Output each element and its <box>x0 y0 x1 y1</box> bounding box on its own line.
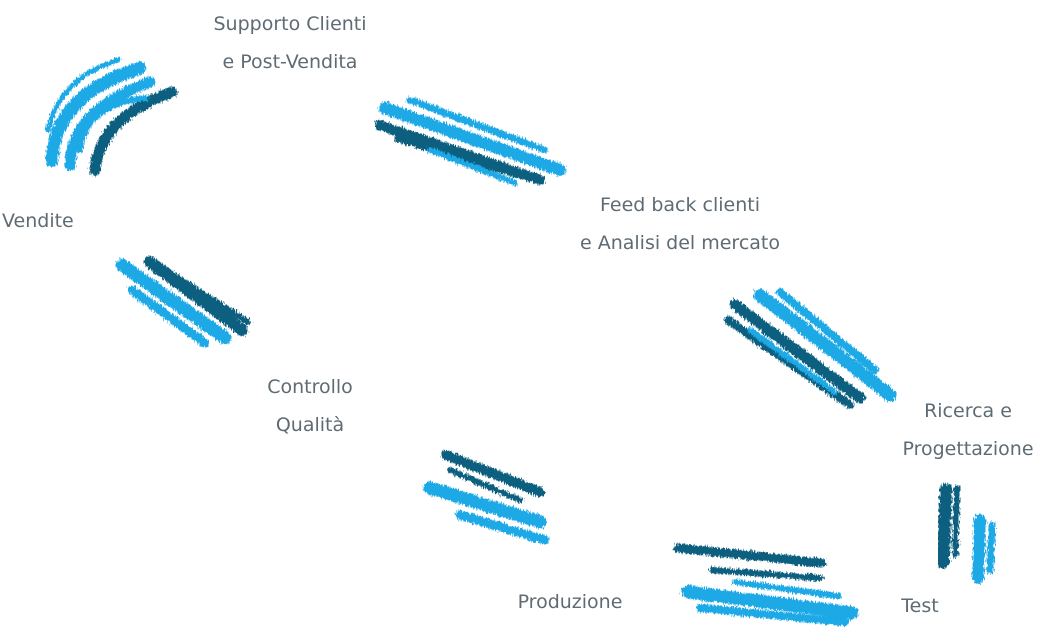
stage-label-line: e Analisi del mercato <box>579 232 780 254</box>
arrow-vendite-to-supporto <box>45 57 178 176</box>
stage-label-line: Produzione <box>517 591 623 613</box>
stage-supporto-clienti: Supporto Clienti e Post-Vendita <box>150 5 430 81</box>
stage-ricerca-progettazione: Ricerca e Progettazione <box>888 392 1048 468</box>
stage-label-line: Feed back clienti <box>599 194 761 216</box>
stage-controllo-qualita: Controllo Qualità <box>230 368 390 444</box>
stage-label-line: e Post-Vendita <box>222 51 358 73</box>
stage-label-line: Test <box>901 595 939 617</box>
stage-label-line: Qualità <box>275 414 345 436</box>
arrow-controllo-to-vendite <box>115 256 251 348</box>
arrow-produzione-to-controllo <box>423 450 550 545</box>
stage-label-line: Progettazione <box>902 438 1034 460</box>
stage-feedback-clienti: Feed back clienti e Analisi del mercato <box>540 186 820 262</box>
stage-produzione: Produzione <box>490 583 650 621</box>
arrow-feedback-to-ricerca <box>724 288 897 409</box>
stage-label-line: Supporto Clienti <box>213 13 367 35</box>
stage-label-line: Vendite <box>2 210 74 232</box>
stage-test: Test <box>880 587 960 625</box>
stage-vendite: Vendite <box>2 202 102 240</box>
arrow-test-to-produzione <box>673 543 859 626</box>
arrow-supporto-to-feedback <box>375 96 566 186</box>
arrow-ricerca-to-test <box>936 483 996 584</box>
stage-label-line: Controllo <box>267 376 353 398</box>
stage-label-line: Ricerca e <box>924 400 1012 422</box>
